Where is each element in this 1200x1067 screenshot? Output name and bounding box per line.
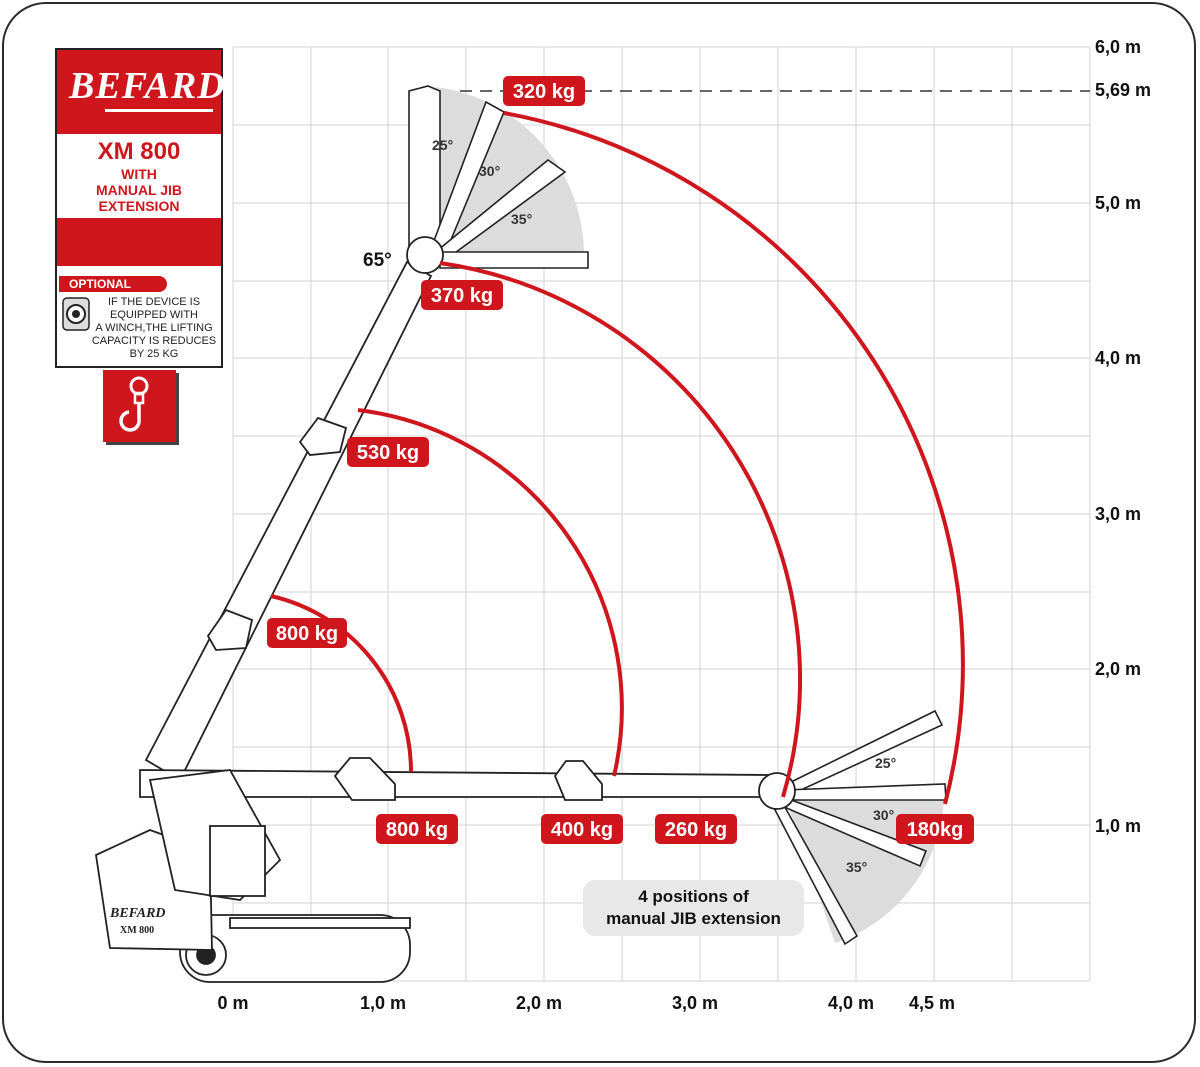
optional-badge: OPTIONAL [59,276,167,292]
optional-note-line-5: BY 25 KG [129,348,179,360]
lower-jib-positions: 25° 30° 35° [771,709,947,946]
arc-320 [503,111,965,805]
horizontal-boom [139,757,796,810]
x-tick-label: 2,0 m [516,993,562,1013]
tracked-machine [95,769,411,983]
load-label-260: 260 kg [665,819,727,841]
load-label-370: 370 kg [431,285,493,307]
model-line-3: EXTENSION [98,198,180,214]
load-arcs [270,111,965,805]
y-tick-label: 1,0 m [1095,816,1141,836]
y-tick-label: 5,69 m [1095,80,1151,100]
arc-800 [270,594,414,773]
load-label-800-top: 800 kg [276,623,338,645]
y-tick-label: 2,0 m [1095,659,1141,679]
machine-model: XM 800 [120,925,154,936]
jib-angle-30-upper: 30° [479,163,500,179]
brand-logo: BEFARD [69,65,226,107]
x-tick-label: 4,5 m [909,993,955,1013]
x-tick-label: 4,0 m [828,993,874,1013]
optional-note: IF THE DEVICE IS EQUIPPED WITH A WINCH,T… [87,296,221,361]
x-tick-label: 3,0 m [672,993,718,1013]
optional-note-line-4: CAPACITY IS REDUCES [91,335,217,347]
load-label-800-bottom: 800 kg [386,819,448,841]
jib-note-line-2: manual JIB extension [606,909,781,928]
winch-icon [62,297,90,331]
load-label-530: 530 kg [357,442,419,464]
boom-angle-label: 65° [363,250,392,271]
arc-370 [439,261,802,798]
upper-jib-positions: 25° 30° 35° [408,85,589,269]
arc-530 [357,408,624,777]
y-axis-labels: 6,0 m 5,69 m 5,0 m 4,0 m 3,0 m 2,0 m 1,0 m [1095,37,1151,836]
optional-note-line-1: IF THE DEVICE IS [107,296,201,308]
jib-angle-25-lower: 25° [875,755,896,771]
jib-note: 4 positions of manual JIB extension [583,880,804,936]
model-line-1: WITH [121,166,157,182]
y-tick-label: 3,0 m [1095,504,1141,524]
jib-angle-25-upper: 25° [432,137,453,153]
load-label-180: 180kg [907,819,964,841]
brand-logo-underline [105,109,213,112]
jib-angle-35-upper: 35° [511,211,532,227]
load-label-320: 320 kg [513,81,575,103]
brand-logo-area: BEFARD [57,50,225,134]
x-tick-label: 1,0 m [360,993,406,1013]
y-tick-label: 4,0 m [1095,348,1141,368]
model-line-2: MANUAL JIB [95,182,183,198]
model-name: XM 800 [97,138,181,165]
brand-red-band [57,218,221,266]
machine-logo: BEFARD [109,906,166,921]
crane-hook-icon [103,370,176,442]
jib-angle-35-lower: 35° [846,859,867,875]
load-labels: 800 kg 530 kg 370 kg 320 kg 800 kg 400 k… [267,76,974,844]
y-tick-label: 6,0 m [1095,37,1141,57]
optional-note-line-2: EQUIPPED WITH [109,309,198,321]
load-label-400: 400 kg [551,819,613,841]
x-axis-labels: 0 m 1,0 m 2,0 m 3,0 m 4,0 m 4,5 m [217,993,955,1013]
jib-angle-30-lower: 30° [873,807,894,823]
jib-note-line-1: 4 positions of [638,887,749,906]
model-info: XM 800 WITH MANUAL JIB EXTENSION [57,134,221,218]
optional-note-line-3: A WINCH,THE LIFTING [95,322,213,334]
y-tick-label: 5,0 m [1095,193,1141,213]
brand-panel: BEFARD XM 800 WITH MANUAL JIB EXTENSION … [55,48,225,368]
x-tick-label: 0 m [217,993,248,1013]
